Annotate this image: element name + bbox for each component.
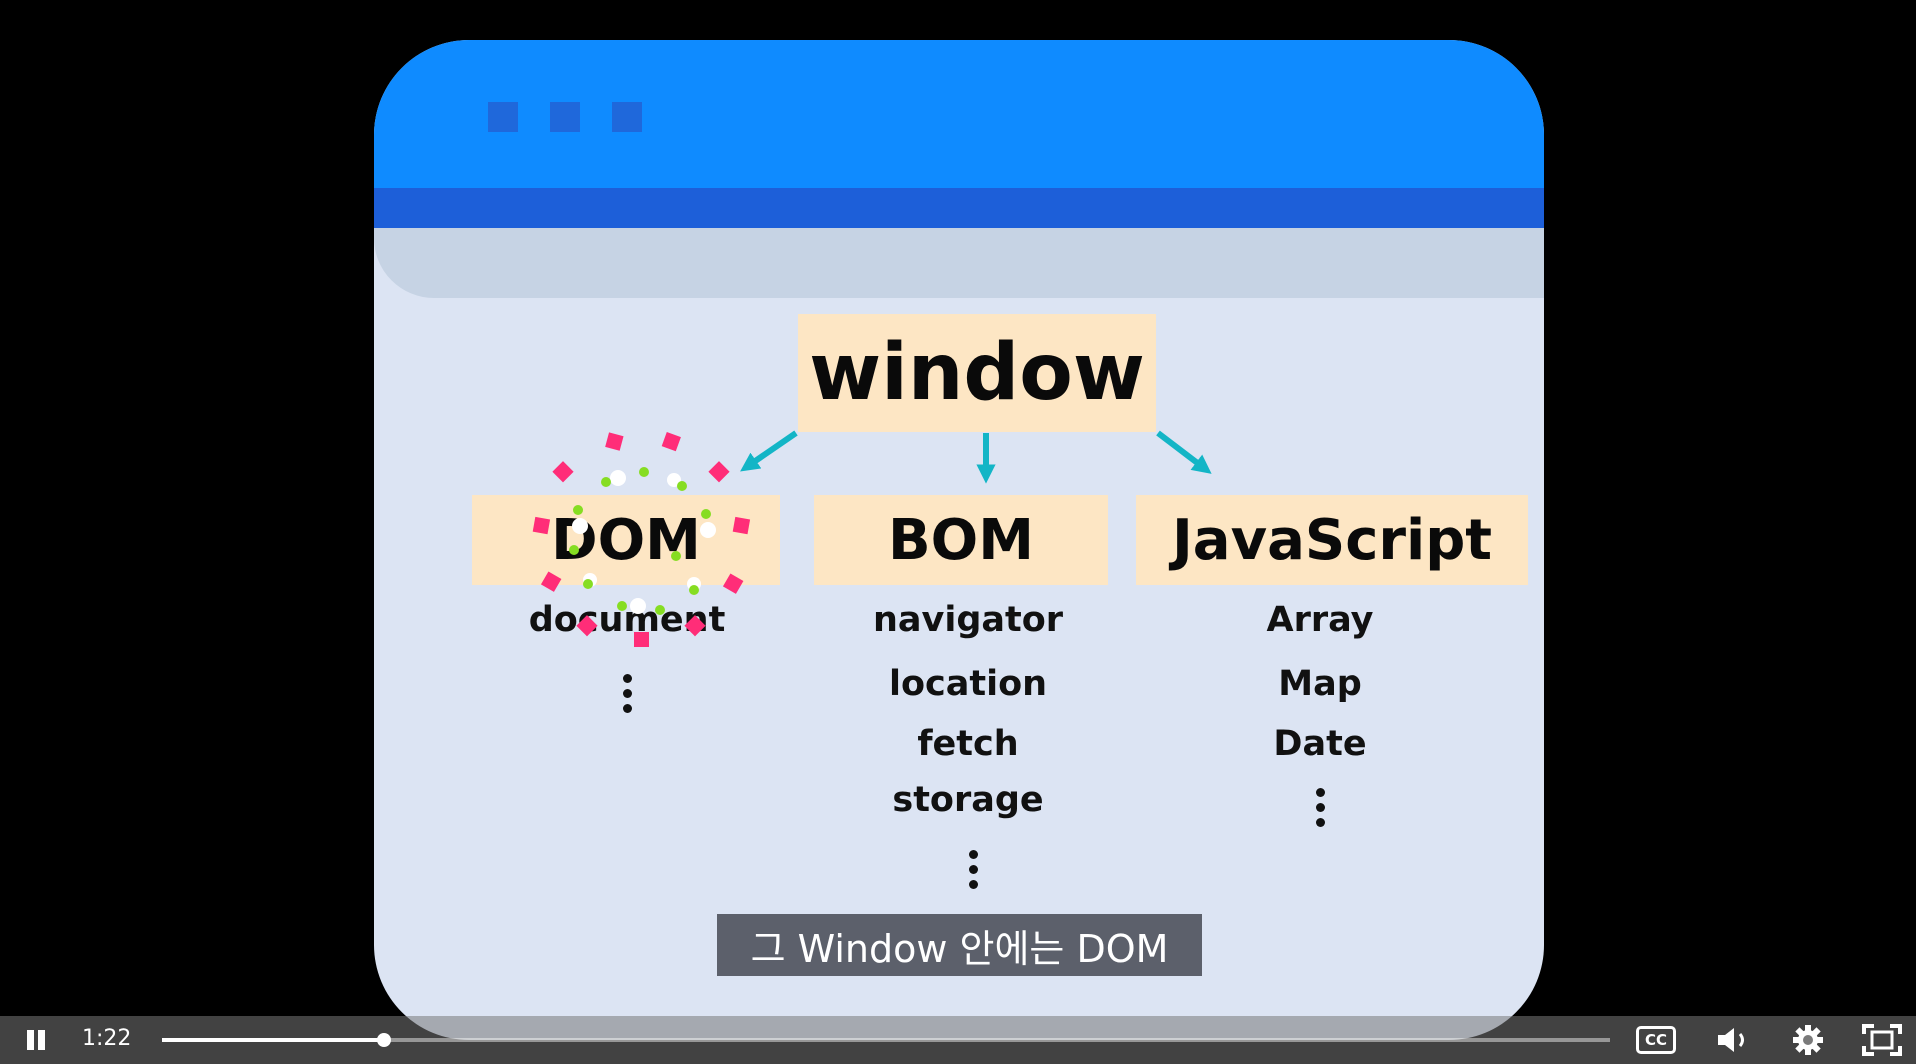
settings-gear-icon[interactable]	[1786, 1022, 1830, 1058]
window-control-square	[550, 102, 580, 132]
javascript-box: JavaScript	[1136, 495, 1528, 585]
ellipsis-dots	[622, 674, 632, 719]
subtitle-caption: 그 Window 안에는 DOM	[717, 914, 1202, 976]
bom-item-navigator: navigator	[872, 600, 1064, 640]
captions-icon[interactable]: CC	[1636, 1026, 1676, 1054]
browser-address-bar	[374, 228, 1544, 298]
pause-icon[interactable]	[24, 1028, 48, 1052]
js-item-date: Date	[1273, 724, 1367, 764]
window-box: window	[798, 314, 1156, 432]
browser-tab-strip	[374, 188, 1544, 228]
arrow-to-dom	[740, 430, 798, 472]
js-item-map: Map	[1278, 664, 1362, 704]
bom-item-location: location	[888, 664, 1048, 704]
window-control-square	[488, 102, 518, 132]
dom-box: DOM	[472, 495, 780, 585]
progress-scrubber-handle[interactable]	[376, 1033, 391, 1047]
bom-item-fetch: fetch	[917, 724, 1019, 764]
progress-fill	[162, 1038, 384, 1042]
fullscreen-icon[interactable]	[1860, 1022, 1904, 1058]
ellipsis-dots	[1315, 788, 1325, 833]
volume-icon[interactable]	[1712, 1022, 1756, 1058]
captions-label: CC	[1644, 1031, 1668, 1049]
bom-box: BOM	[814, 495, 1108, 585]
js-item-array: Array	[1266, 600, 1374, 640]
current-time: 1:22	[82, 1026, 132, 1051]
player-control-bar: 1:22 CC	[0, 1016, 1916, 1064]
ellipsis-dots	[968, 850, 978, 895]
arrow-to-javascript	[1156, 430, 1212, 474]
window-control-square	[612, 102, 642, 132]
progress-bar[interactable]	[162, 1033, 1610, 1047]
bom-item-storage: storage	[892, 780, 1044, 820]
